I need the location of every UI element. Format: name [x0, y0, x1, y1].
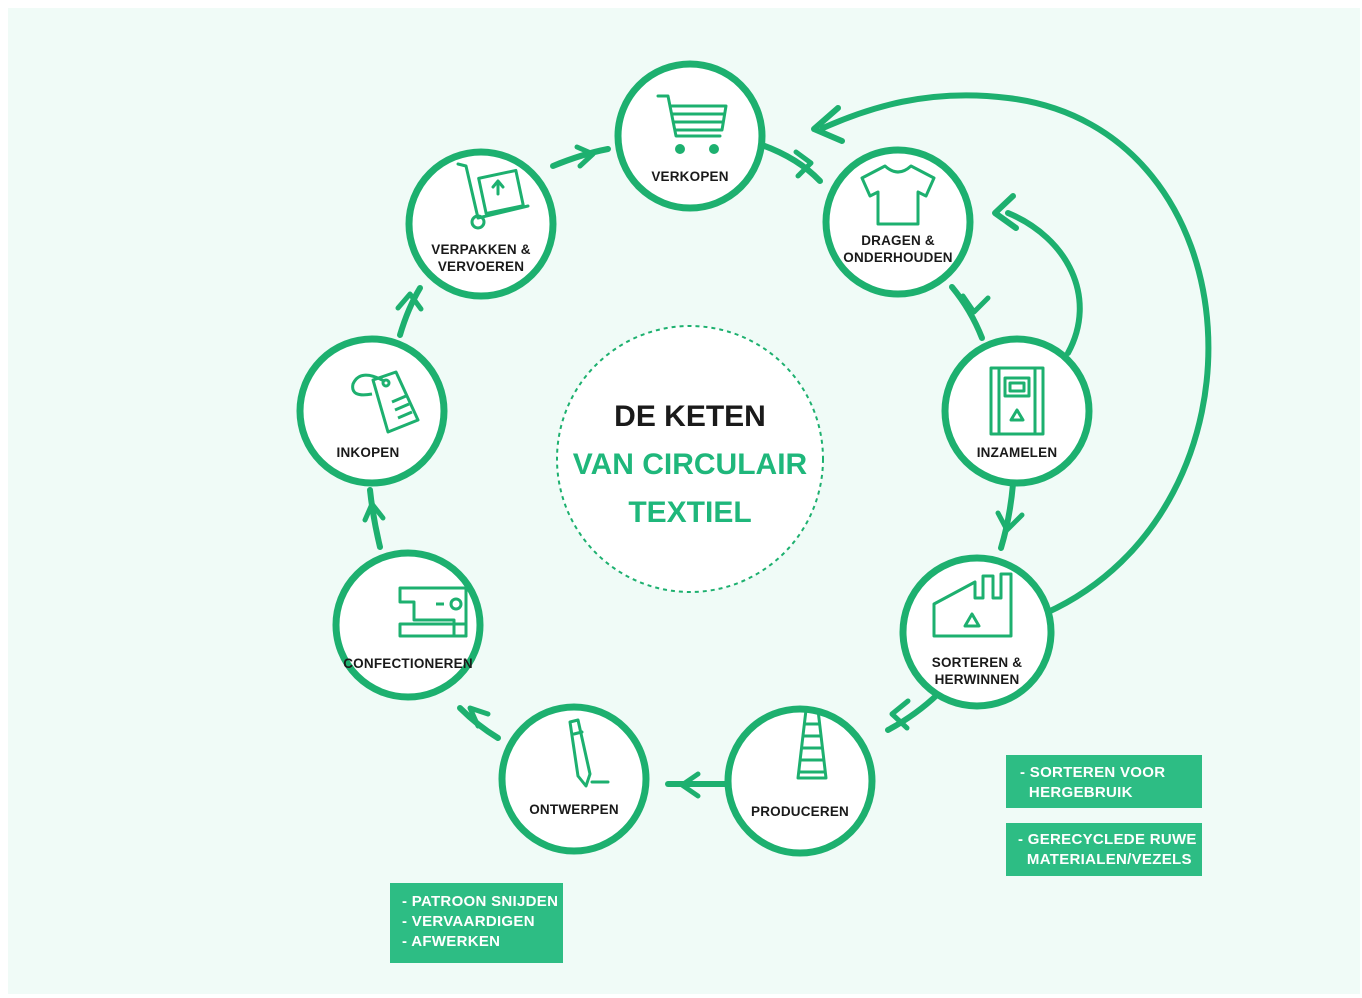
loop-inzamelen-arrowhead — [992, 193, 1019, 231]
loop-sorteren-to-verkopen — [820, 92, 1212, 616]
note-confectie-line2: - VERVAARDIGEN — [402, 913, 535, 930]
note-sorteren-line2: HERGEBRUIK — [1020, 784, 1133, 801]
node-inkopen[interactable]: INKOPEN — [296, 335, 448, 487]
connector-confectioneren-inkopen — [367, 487, 383, 550]
center-title-line3: TEXTIEL — [628, 496, 751, 529]
arrow-to-verkopen — [574, 144, 596, 169]
yarn-spool-icon — [796, 708, 828, 780]
node-ontwerpen[interactable]: ONTWERPEN — [498, 703, 650, 855]
node-verkopen-label: VERKOPEN — [651, 169, 728, 184]
node-produceren[interactable]: PRODUCEREN — [724, 705, 876, 857]
note-confectie-line1: - PATROON SNIJDEN — [402, 893, 559, 910]
arrow-to-dragen — [793, 149, 814, 179]
arrow-to-confectioneren — [467, 705, 491, 729]
note-sorteren-line1: - SORTEREN VOOR — [1020, 764, 1166, 781]
node-dragen-label-line1: DRAGEN & — [861, 233, 935, 248]
collection-container-icon — [989, 366, 1045, 436]
node-ontwerpen-label: ONTWERPEN — [529, 802, 619, 817]
center-title-line2: VAN CIRCULAIR — [573, 448, 808, 481]
arrow-to-inzamelen — [960, 293, 991, 315]
price-tag-icon — [351, 370, 420, 434]
node-produceren-label: PRODUCEREN — [751, 804, 849, 819]
arrow-to-ontwerpen — [679, 771, 701, 799]
node-dragen-label-line2: ONDERHOUDEN — [843, 250, 952, 265]
node-dragen-onderhouden[interactable]: DRAGEN & ONDERHOUDEN — [822, 146, 974, 298]
sewing-machine-icon — [398, 586, 468, 638]
node-confectioneren-label: CONFECTIONEREN — [343, 656, 473, 671]
hand-truck-box-icon — [456, 162, 530, 230]
node-verpakken-vervoeren[interactable]: VERPAKKEN & VERVOEREN — [405, 148, 557, 300]
loop-sorteren-arrowhead — [811, 105, 845, 144]
shopping-cart-icon — [656, 94, 728, 154]
pencil-icon — [568, 718, 610, 788]
note-sorteren-voor-hergebruik: - SORTEREN VOOR HERGEBRUIK — [1006, 755, 1202, 808]
arrow-to-verpakken — [395, 291, 424, 312]
note-gerecyclede-line1: - GERECYCLEDE RUWE — [1018, 831, 1197, 848]
connector-arrows — [362, 144, 1025, 799]
connector-dragen-inzamelen — [949, 284, 985, 341]
t-shirt-icon — [860, 164, 936, 226]
node-sorteren-label-line2: HERWINNEN — [935, 672, 1020, 687]
loop-inzamelen-to-dragen — [1005, 210, 1083, 356]
node-confectioneren[interactable]: CONFECTIONEREN — [332, 549, 484, 701]
connector-inkopen-verpakken — [397, 285, 423, 338]
node-verkopen[interactable]: VERKOPEN — [614, 60, 766, 212]
arrow-to-produceren — [889, 698, 911, 731]
node-verpakken-label-line1: VERPAKKEN & — [431, 242, 531, 257]
node-sorteren-herwinnen[interactable]: SORTEREN & HERWINNEN — [899, 554, 1055, 710]
center-title-line1: DE KETEN — [614, 400, 766, 433]
note-confectie-steps: - PATROON SNIJDEN - VERVAARDIGEN - AFWER… — [390, 883, 563, 963]
center-dashed-circle — [556, 325, 824, 593]
arrow-to-inkopen — [362, 501, 386, 523]
connector-verkopen-dragen — [759, 142, 823, 184]
node-inzamelen-label: INZAMELEN — [977, 445, 1058, 460]
diagram-stage: DE KETEN VAN CIRCULAIR TEXTIEL VERKOPEN … — [8, 8, 1360, 994]
node-verpakken-label-line2: VERVOEREN — [438, 259, 524, 274]
connector-verpakken-verkopen — [550, 146, 611, 169]
note-confectie-line3: - AFWERKEN — [402, 933, 501, 950]
circular-textile-chain-diagram: DE KETEN VAN CIRCULAIR TEXTIEL VERKOPEN … — [296, 60, 1212, 857]
node-inkopen-label: INKOPEN — [337, 445, 400, 460]
node-inzamelen[interactable]: INZAMELEN — [941, 335, 1093, 487]
recycling-factory-icon — [932, 572, 1013, 638]
arrow-to-sorteren — [995, 510, 1025, 533]
connector-sorteren-produceren — [885, 691, 941, 733]
node-sorteren-label-line1: SORTEREN & — [932, 655, 1023, 670]
note-gerecyclede-line2: MATERIALEN/VEZELS — [1018, 851, 1192, 868]
connector-inzamelen-sorteren — [998, 481, 1016, 551]
note-gerecyclede-ruwe-materialen: - GERECYCLEDE RUWE MATERIALEN/VEZELS — [1006, 823, 1202, 876]
